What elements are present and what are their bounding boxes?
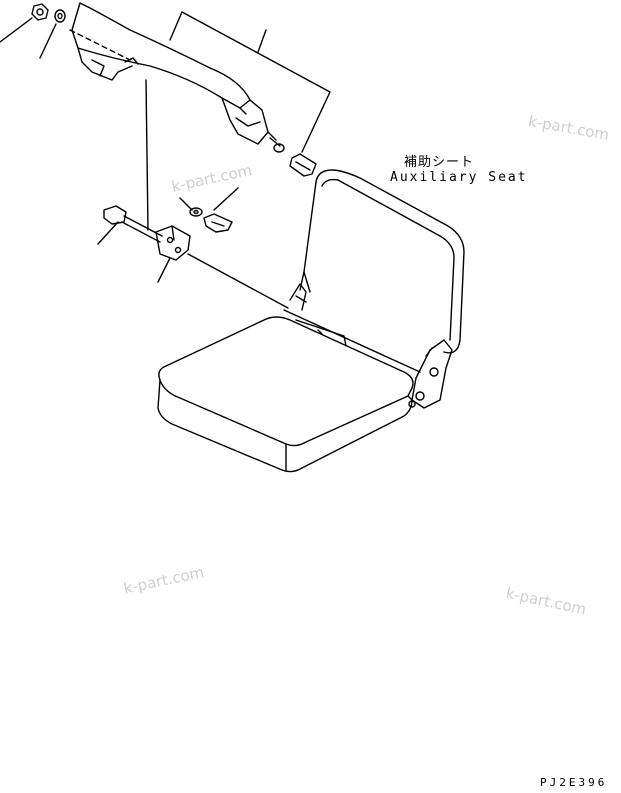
washer <box>54 9 66 23</box>
washer-small <box>189 207 203 217</box>
callout-label-en: Auxiliary Seat <box>390 170 528 185</box>
bolt <box>289 153 317 177</box>
hinge-right <box>408 339 453 409</box>
bolt-left <box>103 205 163 243</box>
armrest <box>69 2 285 153</box>
seat-cushion <box>157 316 414 473</box>
bracket <box>155 225 191 261</box>
drawing-number: PJ2E396 <box>540 776 608 789</box>
seat-frame <box>283 309 421 373</box>
callout-label-jp: 補助シート <box>404 155 475 170</box>
seat-back <box>299 169 465 354</box>
hinge-left <box>289 283 307 311</box>
nut <box>31 3 49 21</box>
bolt-small <box>203 213 233 233</box>
